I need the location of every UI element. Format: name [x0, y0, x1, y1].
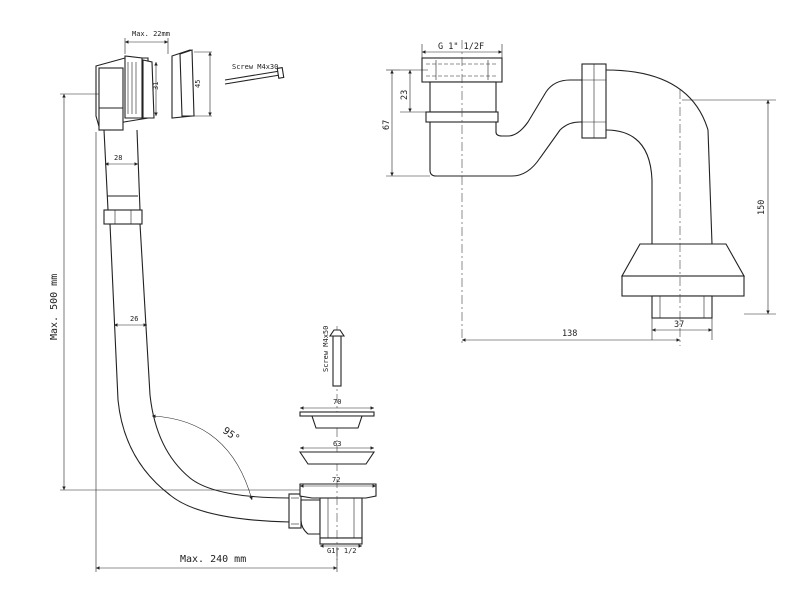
trap-union-nut [581, 63, 607, 139]
dim-23-label: 23 [400, 90, 410, 100]
trap-view: G 1" 1/2F 23 [382, 40, 776, 346]
dim-28-label: 28 [114, 154, 122, 162]
dim-63-label: 63 [333, 440, 341, 448]
dim-45-label: 45 [194, 80, 202, 88]
dim-26-label: 26 [130, 315, 138, 323]
thread-top-label: G 1" 1/2F [438, 42, 484, 52]
waste-body [288, 326, 377, 560]
width-label: Max. 240 mm [180, 554, 246, 565]
trap-outlet [621, 243, 745, 319]
dim-138-label: 138 [562, 329, 577, 339]
overflow-drain-view: Screw M4x30 Max. 22mm 31 45 28 [49, 30, 377, 572]
thread-bottom-label: G1" 1/2 [327, 547, 357, 555]
overflow-pipe [103, 129, 291, 523]
overflow-head [95, 55, 155, 131]
screw-m4x30: Screw M4x30 [224, 63, 285, 85]
screw-m4x50: Screw M4x50 [322, 326, 346, 387]
angle-label: 95° [220, 425, 241, 444]
screw-bottom-label: Screw M4x50 [322, 326, 330, 372]
plug-70: 70 [299, 398, 375, 429]
dim-70-top-label: 70 [333, 398, 341, 406]
dim-37-label: 37 [674, 320, 684, 330]
dim-67-label: 67 [382, 120, 392, 130]
dim-31-label: 31 [152, 82, 160, 90]
overflow-cover [171, 49, 195, 119]
dim-72-label: 72 [332, 476, 340, 484]
max-22mm-label: Max. 22mm [132, 30, 170, 38]
dim-150-label: 150 [757, 200, 767, 215]
gasket-63: 63 [298, 440, 376, 465]
screw-top-label: Screw M4x30 [232, 63, 278, 71]
height-label: Max. 500 mm [49, 274, 60, 340]
